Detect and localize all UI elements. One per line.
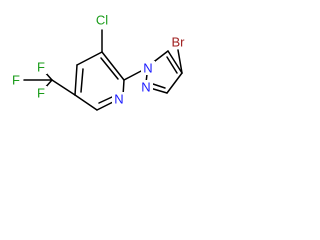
atom-label-br: Br (172, 35, 186, 50)
bond-c5-cf3 (51, 79, 76, 96)
bond-c4-c5-inner (80, 68, 84, 93)
bond-c2-npz (123, 69, 144, 81)
atom-n-pyrazole-1: N (141, 61, 155, 76)
bond-c4p-br (177, 49, 183, 74)
bond-c4p-c3p (166, 72, 183, 94)
bond-c4-c5 (74, 64, 78, 96)
bond-c3-c4 (76, 51, 103, 66)
atom-label-n-pyridine: N (114, 92, 123, 107)
atom-labels: N Cl N N Br F F F (10, 11, 189, 107)
bond-c6-n1-inner (98, 96, 113, 104)
atom-label-f-3: F (37, 86, 45, 101)
atom-f-1: F (35, 60, 47, 75)
atom-n-pyridine: N (112, 92, 126, 107)
atom-label-f-1: F (37, 60, 45, 75)
atom-br: Br (167, 33, 189, 50)
bond-c6-n1 (96, 101, 114, 111)
bond-c3p-npz2-inner (152, 83, 166, 89)
atom-cl: Cl (92, 11, 112, 28)
bond-c5p-c4p (167, 50, 183, 74)
atom-n-pyrazole-2: N (139, 80, 153, 95)
atom-label-f-2: F (12, 73, 20, 88)
bonds (23, 29, 183, 111)
atom-f-3: F (35, 86, 47, 101)
atom-label-n-pyrazole-1: N (143, 61, 152, 76)
bond-c2-c3 (101, 51, 125, 81)
bond-c2-c3-inner (100, 57, 119, 80)
molecule-diagram: N Cl N N Br F F F (10, 11, 189, 111)
atom-label-cl: Cl (96, 13, 108, 28)
atom-f-2: F (10, 73, 22, 88)
bond-c5p-c4p-inner (166, 56, 178, 74)
atom-label-n-pyrazole-2: N (141, 80, 150, 95)
bond-c5-c6 (74, 94, 98, 111)
